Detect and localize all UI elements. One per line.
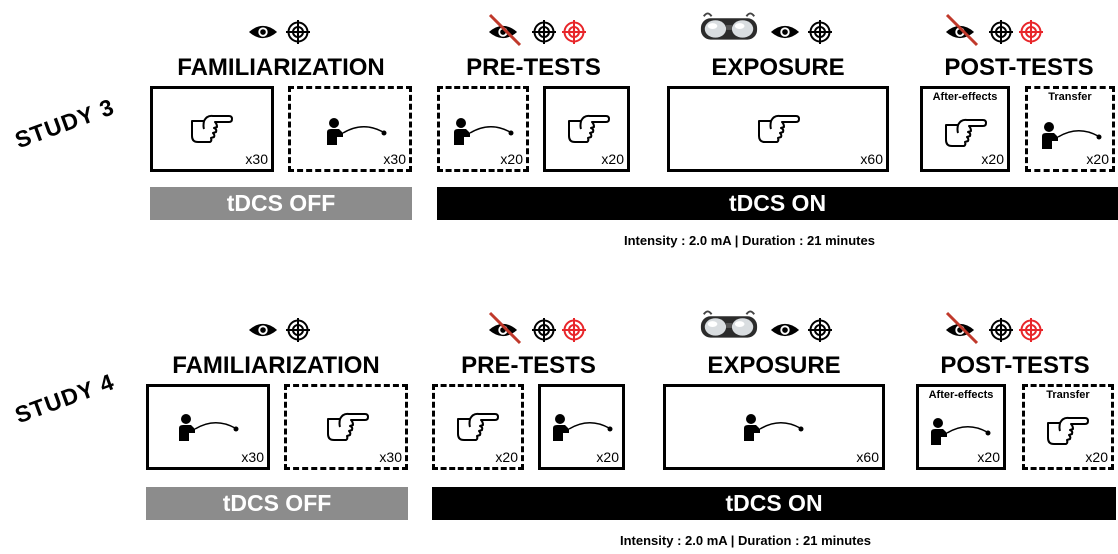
posttests-title: POST-TESTS <box>940 352 1090 379</box>
trial-count: x60 <box>860 151 883 167</box>
cross-line <box>488 13 522 47</box>
trial-count: x20 <box>495 449 518 465</box>
trial-count: x60 <box>856 449 879 465</box>
target-icon <box>286 20 310 44</box>
pointing-hand-icon <box>189 111 233 145</box>
pointing-hand-icon <box>455 409 499 443</box>
cross-line <box>945 13 979 47</box>
pretests-conditions <box>488 311 598 345</box>
target-icon <box>286 318 310 342</box>
study-label: STUDY 3 <box>11 93 118 154</box>
pretest-pointing-box: x20 <box>432 384 524 470</box>
pretest-throwing-box: x20 <box>538 384 625 470</box>
posttest-transfer-box: Transfer x20 <box>1025 86 1115 172</box>
transfer-label: Transfer <box>1048 91 1092 103</box>
target-icon <box>989 318 1013 342</box>
tdcs-on-bar: tDCS ON <box>432 487 1116 520</box>
trial-count: x20 <box>500 151 523 167</box>
pretests-conditions <box>488 13 598 47</box>
transfer-label: Transfer <box>1046 389 1090 401</box>
trial-count: x20 <box>981 151 1004 167</box>
trial-count: x20 <box>1085 449 1108 465</box>
trial-count: x30 <box>245 151 268 167</box>
throwing-person-icon <box>929 415 993 447</box>
throwing-person-icon <box>551 411 615 443</box>
posttests-title: POST-TESTS <box>944 54 1094 81</box>
target-icon <box>532 20 556 44</box>
prism-goggles-icon <box>698 306 760 344</box>
exposure-title: EXPOSURE <box>707 352 841 379</box>
trial-count: x30 <box>379 449 402 465</box>
familiarization-pointing-box: x30 <box>150 86 274 172</box>
familiarization-conditions <box>248 20 318 46</box>
pointing-hand-icon <box>756 111 800 145</box>
trial-count: x20 <box>977 449 1000 465</box>
throwing-person-icon <box>742 411 806 443</box>
tdcs-off-bar: tDCS OFF <box>146 487 408 520</box>
tdcs-off-bar: tDCS OFF <box>150 187 412 220</box>
familiarization-throwing-box: x30 <box>288 86 412 172</box>
intensity-duration-text: Intensity : 2.0 mA | Duration : 21 minut… <box>624 233 875 248</box>
throwing-person-icon <box>325 115 389 147</box>
exposure-throwing-box: x60 <box>663 384 885 470</box>
trial-count: x20 <box>596 449 619 465</box>
exposure-conditions <box>698 8 838 48</box>
cross-line <box>945 311 979 345</box>
pointing-hand-icon <box>1045 413 1089 447</box>
tdcs-on-bar: tDCS ON <box>437 187 1118 220</box>
pretest-throwing-box: x20 <box>437 86 529 172</box>
target-icon <box>808 318 832 342</box>
red-target-icon <box>1019 20 1043 44</box>
trial-count: x20 <box>1086 151 1109 167</box>
target-icon <box>989 20 1013 44</box>
familiarization-pointing-box: x30 <box>284 384 408 470</box>
pretests-title: PRE-TESTS <box>461 352 596 379</box>
familiarization-throwing-box: x30 <box>146 384 270 470</box>
posttests-conditions <box>945 311 1055 345</box>
pretests-title: PRE-TESTS <box>466 54 601 81</box>
eye-icon <box>770 320 800 340</box>
posttests-conditions <box>945 13 1055 47</box>
posttest-after-effects-box: After-effects x20 <box>920 86 1010 172</box>
after-effects-label: After-effects <box>932 91 998 103</box>
cross-line <box>488 311 522 345</box>
pointing-hand-icon <box>566 111 610 145</box>
pointing-hand-icon <box>325 409 369 443</box>
eye-icon <box>770 22 800 42</box>
target-icon <box>532 318 556 342</box>
familiarization-conditions <box>248 318 318 344</box>
trial-count: x20 <box>601 151 624 167</box>
familiarization-title: FAMILIARIZATION <box>172 352 380 379</box>
eye-icon <box>248 320 278 340</box>
eye-icon <box>248 22 278 42</box>
study-3-section: STUDY 3 FAMILIARIZATION PRE-TESTS EXPOSU… <box>11 0 1118 248</box>
exposure-conditions <box>698 306 838 346</box>
throwing-person-icon <box>177 411 241 443</box>
pretest-pointing-box: x20 <box>543 86 630 172</box>
throwing-person-icon <box>1040 119 1104 151</box>
familiarization-title: FAMILIARIZATION <box>177 54 385 81</box>
trial-count: x30 <box>241 449 264 465</box>
pointing-hand-icon <box>943 115 987 149</box>
posttest-after-effects-box: After-effects x20 <box>916 384 1006 470</box>
red-target-icon <box>1019 318 1043 342</box>
throwing-person-icon <box>452 115 516 147</box>
posttest-transfer-box: Transfer x20 <box>1022 384 1114 470</box>
trial-count: x30 <box>383 151 406 167</box>
study-label: STUDY 4 <box>11 368 118 429</box>
target-icon <box>808 20 832 44</box>
study-4-section: STUDY 4 FAMILIARIZATION PRE-TESTS EXPOSU… <box>0 277 1118 554</box>
red-target-icon <box>562 20 586 44</box>
after-effects-label: After-effects <box>928 389 994 401</box>
intensity-duration-text: Intensity : 2.0 mA | Duration : 21 minut… <box>620 533 871 548</box>
prism-goggles-icon <box>698 8 760 46</box>
exposure-title: EXPOSURE <box>711 54 845 81</box>
red-target-icon <box>562 318 586 342</box>
exposure-pointing-box: x60 <box>667 86 889 172</box>
